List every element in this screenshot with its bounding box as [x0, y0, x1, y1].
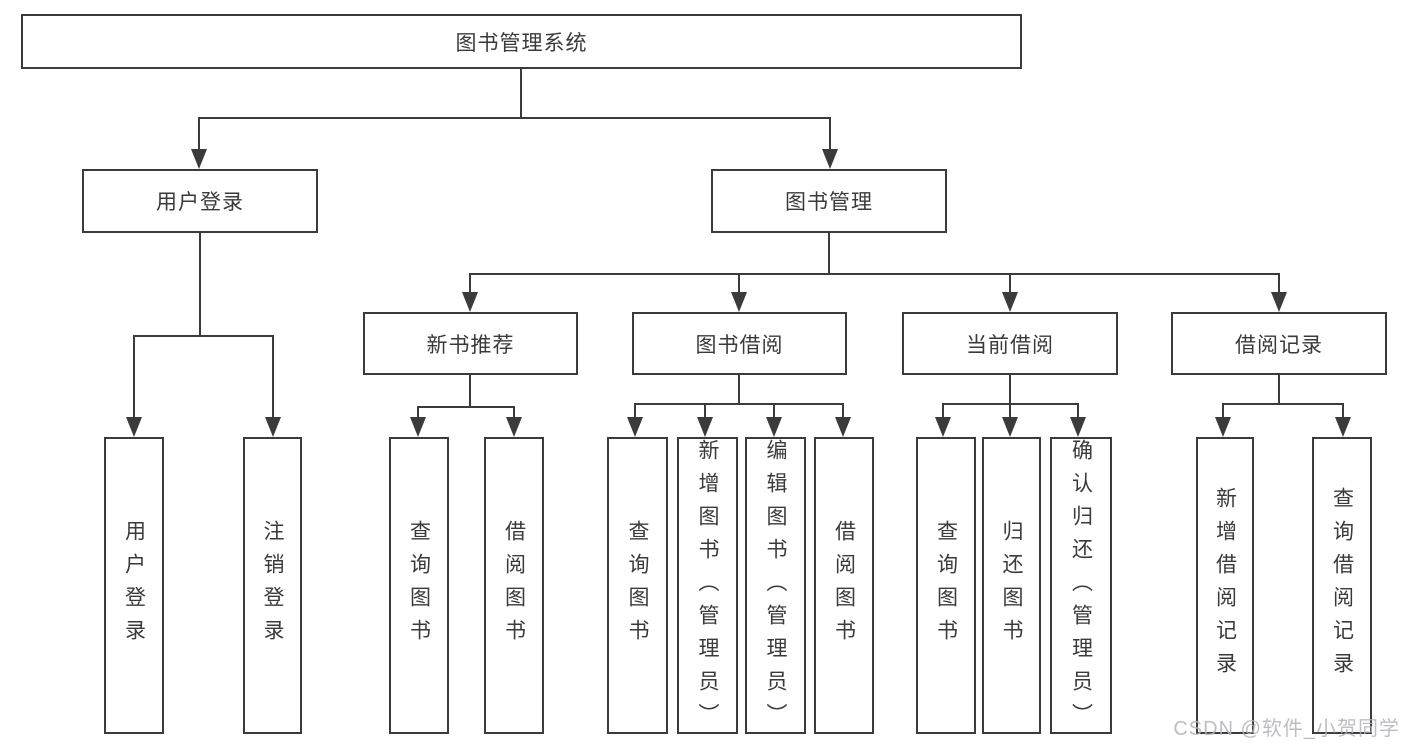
edge-recommend-drop-1: [417, 406, 419, 419]
arrowhead-icon: [731, 292, 747, 312]
arrowhead-icon: [1070, 417, 1086, 437]
node-new-book-recommend: 新书推荐: [363, 312, 578, 375]
edge-borrowing-stem: [738, 375, 740, 403]
node-book-management-group: 图书管理: [711, 169, 947, 233]
edge-recommend-stem: [469, 375, 471, 406]
arrowhead-icon: [1335, 417, 1351, 437]
leaf-borrowing-edit-books-admin: 编辑图书（管理员）: [745, 437, 806, 736]
edge-bookmgmt-drop-1: [469, 273, 471, 293]
leaf-logout-login: 注销登录: [243, 437, 302, 734]
arrowhead-icon: [126, 417, 142, 437]
arrowhead-icon: [410, 417, 426, 437]
leaf-user-login: 用户登录: [104, 437, 164, 734]
leaf-borrowing-borrow-books: 借阅图书: [814, 437, 874, 734]
leaf-records-add-record: 新增借阅记录: [1196, 437, 1254, 734]
csdn-watermark: CSDN @软件_小贺同学: [1173, 718, 1400, 740]
edge-userlogin-bar: [133, 335, 274, 337]
edge-bookmgmt-drop-2: [738, 273, 740, 293]
arrowhead-icon: [265, 417, 281, 437]
leaf-current-query-books: 查询图书: [916, 437, 976, 734]
leaf-records-query-record: 查询借阅记录: [1312, 437, 1372, 734]
arrowhead-icon: [191, 149, 207, 169]
arrowhead-icon: [1002, 417, 1018, 437]
arrowhead-icon: [822, 149, 838, 169]
leaf-borrowing-add-books-admin: 新增图书（管理员）: [677, 437, 738, 736]
node-borrowing-records: 借阅记录: [1171, 312, 1387, 375]
edge-borrowing-bar: [634, 403, 844, 405]
edge-userlogin-drop-2: [272, 335, 274, 418]
edge-recommend-drop-2: [513, 406, 515, 419]
edge-bookmgmt-bar: [469, 273, 1280, 275]
leaf-current-confirm-return-admin: 确认归还（管理员）: [1050, 437, 1112, 736]
arrowhead-icon: [506, 417, 522, 437]
leaf-recommend-borrow-books: 借阅图书: [484, 437, 544, 734]
edge-userlogin-stem: [199, 233, 201, 335]
edge-bookmgmt-stem: [828, 233, 830, 275]
arrowhead-icon: [627, 417, 643, 437]
node-library-system: 图书管理系统: [21, 14, 1022, 69]
edge-root-drop-right: [829, 117, 831, 150]
node-book-borrowing: 图书借阅: [632, 312, 847, 375]
arrowhead-icon: [835, 417, 851, 437]
edge-bookmgmt-drop-3: [1009, 273, 1011, 293]
edge-root-bar: [198, 117, 831, 119]
edge-bookmgmt-drop-4: [1278, 273, 1280, 293]
arrowhead-icon: [1002, 292, 1018, 312]
edge-borrowing-drop-3: [773, 403, 775, 419]
arrowhead-icon: [1215, 417, 1231, 437]
edge-recommend-bar: [417, 406, 515, 408]
arrowhead-icon: [935, 417, 951, 437]
edge-current-drop-1: [942, 403, 944, 419]
edge-records-drop-2: [1342, 403, 1344, 419]
edge-current-drop-2: [1009, 403, 1011, 419]
edge-root-drop-left: [198, 117, 200, 150]
leaf-borrowing-query-books: 查询图书: [607, 437, 668, 734]
edge-records-bar: [1222, 403, 1344, 405]
arrowhead-icon: [1271, 292, 1287, 312]
edge-borrowing-drop-4: [842, 403, 844, 419]
edge-records-drop-1: [1222, 403, 1224, 419]
edge-records-stem: [1278, 375, 1280, 403]
leaf-recommend-query-books: 查询图书: [389, 437, 449, 734]
edge-borrowing-drop-1: [634, 403, 636, 419]
edge-borrowing-drop-2: [704, 403, 706, 419]
edge-userlogin-drop-1: [133, 335, 135, 418]
edge-current-stem: [1009, 375, 1011, 403]
edge-current-drop-3: [1077, 403, 1079, 419]
leaf-current-return-books: 归还图书: [982, 437, 1041, 734]
node-user-login-group: 用户登录: [82, 169, 318, 233]
edge-root-stem: [520, 69, 522, 117]
arrowhead-icon: [462, 292, 478, 312]
arrowhead-icon: [697, 417, 713, 437]
arrowhead-icon: [766, 417, 782, 437]
node-current-borrowing: 当前借阅: [902, 312, 1118, 375]
